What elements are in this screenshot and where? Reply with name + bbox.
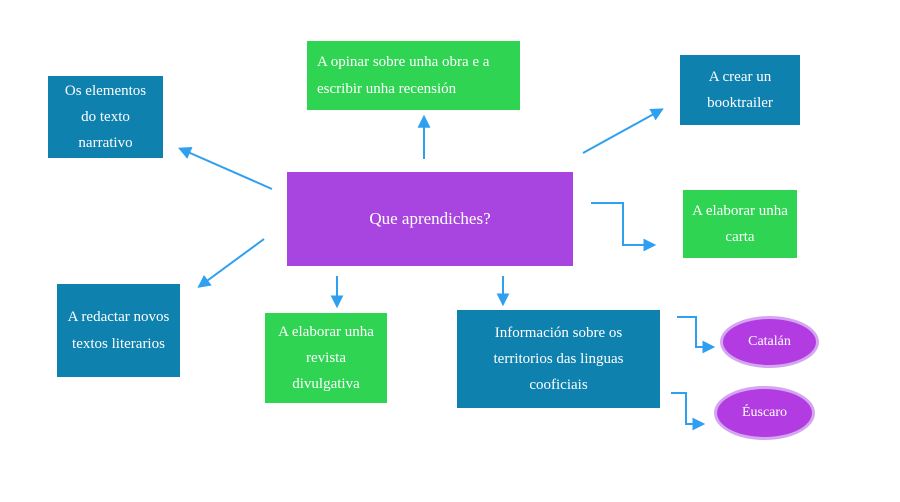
center-topic-que-aprendiches: Que aprendiches? xyxy=(287,172,573,266)
node-redactar-novos-textos: A redactar novos textos literarios xyxy=(57,284,180,377)
node-label: Os elementos do texto narrativo xyxy=(64,82,147,152)
connector-informacion-to-euscaro xyxy=(671,392,706,431)
node-elaborar-carta: A elaborar unha carta xyxy=(683,190,797,258)
node-catalan: Catalán xyxy=(720,316,819,368)
node-informacion-linguas: Información sobre os territorios das lin… xyxy=(457,310,660,408)
node-crear-booktrailer: A crear un booktrailer xyxy=(680,55,800,125)
node-elaborar-revista: A elaborar unha revista divulgativa xyxy=(265,313,387,403)
center-topic-label: Que aprendiches? xyxy=(369,209,491,229)
connector-center-to-booktrailer xyxy=(582,108,664,154)
connector-center-to-redactar xyxy=(197,238,265,288)
node-label: A opinar sobre unha obra e a escribir un… xyxy=(317,54,490,97)
node-label: A elaborar unha revista divulgativa xyxy=(278,323,374,393)
node-label: Éuscaro xyxy=(741,404,788,420)
node-label: A elaborar unha carta xyxy=(692,202,788,245)
connector-center-to-carta xyxy=(591,202,657,252)
node-label: A redactar novos textos literarios xyxy=(67,309,170,352)
node-label: Catalán xyxy=(748,333,791,349)
connector-center-to-elementos xyxy=(178,146,273,190)
node-elementos-texto-narrativo: Os elementos do texto narrativo xyxy=(48,76,163,158)
node-label: Información sobre os territorios das lin… xyxy=(493,324,624,394)
connector-informacion-to-catalan xyxy=(677,316,716,354)
node-euscaro: Éuscaro xyxy=(714,386,815,440)
node-label: A crear un booktrailer xyxy=(707,68,773,111)
node-opinar-obra-recension: A opinar sobre unha obra e a escribir un… xyxy=(307,41,520,110)
